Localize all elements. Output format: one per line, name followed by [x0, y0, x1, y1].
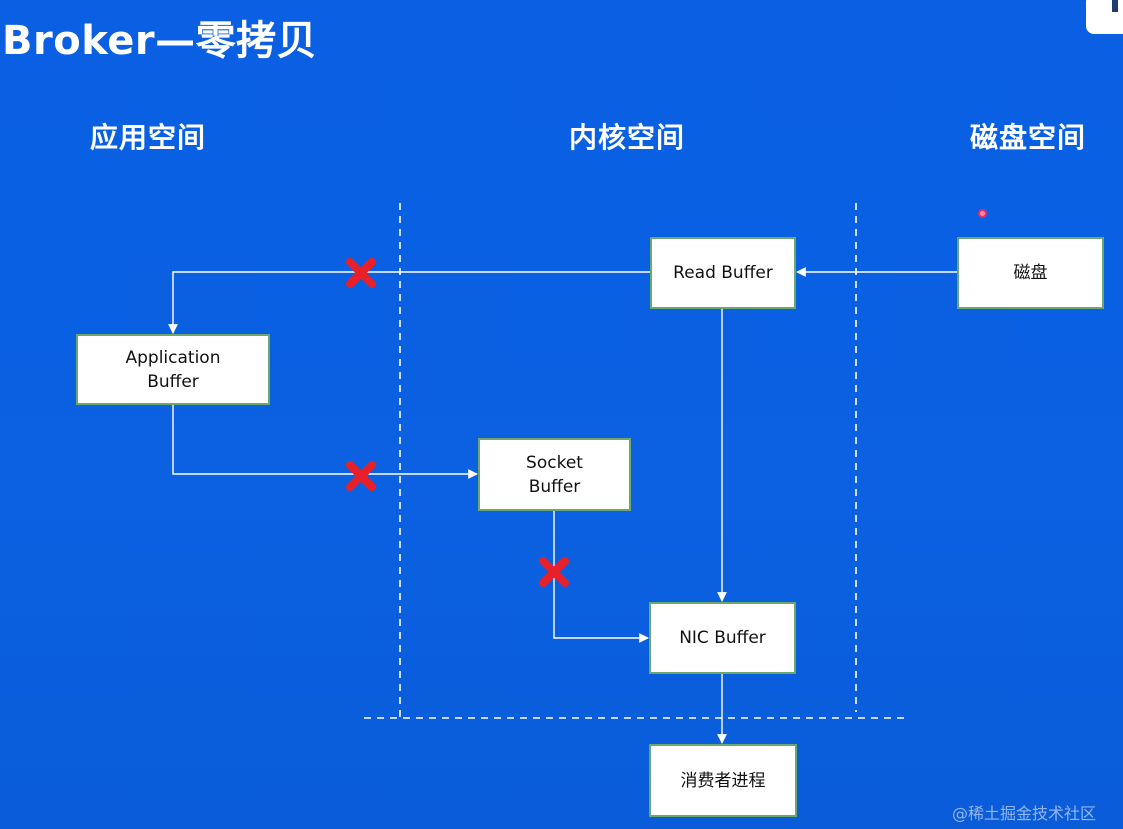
cross-icon [346, 461, 376, 491]
nic-buffer-label: NIC Buffer [679, 628, 766, 648]
arrow-socket-to-nic-buffer [553, 510, 649, 643]
read-buffer-label: Read Buffer [673, 263, 773, 283]
consumer-process-label: 消费者进程 [680, 770, 766, 791]
application-space-label: 应用空间 [90, 121, 207, 154]
cross-icon [346, 258, 376, 288]
cross-icon [539, 557, 569, 587]
watermark: @稀土掘金技术社区 [952, 804, 1097, 823]
application-buffer-node: Application Buffer [76, 334, 270, 405]
socket-buffer-label: Socket Buffer [526, 452, 583, 497]
disk-space-label: 磁盘空间 [970, 121, 1087, 154]
consumer-process-node: 消费者进程 [649, 744, 797, 817]
slide-title: Broker—零拷贝 [2, 18, 318, 64]
disk-node: 磁盘 [957, 237, 1104, 309]
arrow-read-to-application-buffer [168, 271, 650, 334]
kernel-space-label: 内核空间 [569, 121, 686, 154]
disk-label: 磁盘 [1013, 263, 1048, 283]
read-buffer-node: Read Buffer [650, 237, 796, 309]
application-buffer-label: Application Buffer [125, 347, 221, 392]
arrow-application-to-socket-buffer [172, 404, 478, 479]
pointer-dot-icon [978, 209, 987, 218]
corner-mark [1112, 0, 1118, 12]
socket-buffer-node: Socket Buffer [478, 438, 631, 511]
nic-buffer-node: NIC Buffer [649, 602, 796, 674]
